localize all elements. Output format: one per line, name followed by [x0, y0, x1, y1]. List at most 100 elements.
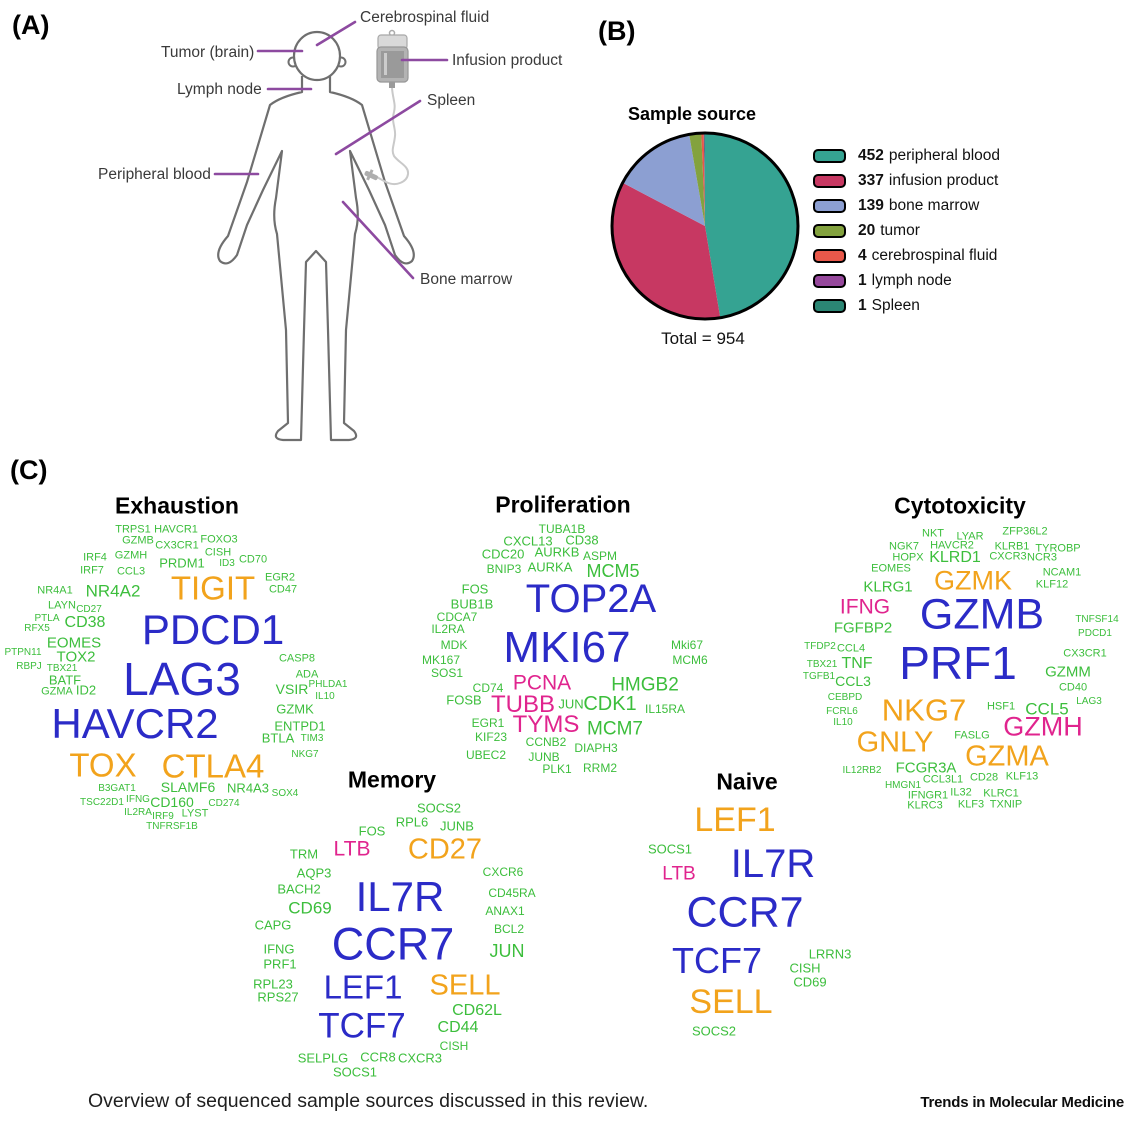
cloud-word-cytotoxicity: KLF12 [1035, 578, 1069, 591]
cloud-word-memory: CD62L [452, 1002, 502, 1019]
cloud-word-proliferation: BUB1B [450, 596, 494, 612]
cloud-word-exhaustion: CTLA4 [161, 747, 265, 785]
cloud-word-cytotoxicity: FASLG [954, 729, 990, 742]
cloud-word-proliferation: MKI67 [503, 623, 631, 672]
cloud-word-proliferation: CDK1 [583, 693, 637, 715]
cloud-word-proliferation: TUBB [490, 691, 556, 718]
cloud-word-exhaustion: TIGIT [170, 569, 256, 607]
cloud-word-cytotoxicity: TBX21 [806, 659, 838, 670]
cloud-word-proliferation: SOS1 [430, 666, 464, 680]
cloud-word-cytotoxicity: CCL3 [835, 673, 871, 689]
cloud-word-memory: SOCS1 [332, 1064, 378, 1080]
cloud-word-exhaustion: FOXO3 [200, 533, 238, 546]
panel-c-label: (C) [10, 455, 48, 485]
cloud-word-naive: LEF1 [694, 801, 776, 839]
cloud-word-exhaustion: NKG7 [291, 749, 319, 760]
pie-total-label: Total = 954 [661, 329, 745, 348]
cloud-word-proliferation: MCM7 [587, 718, 643, 740]
cloud-word-proliferation: BNIP3 [486, 562, 522, 576]
cloud-word-proliferation: IL15RA [644, 702, 686, 716]
cloud-word-cytotoxicity: TYROBP [1035, 542, 1081, 555]
cloud-word-memory: ANAX1 [485, 904, 525, 918]
cloud-word-proliferation: ASPM [582, 549, 618, 563]
cloud-word-cytotoxicity: FCGR3A [895, 759, 957, 777]
cloud-word-memory: IL7R [355, 873, 445, 920]
cloud-word-exhaustion: VSIR [275, 681, 309, 697]
cloud-word-exhaustion: TBX21 [46, 663, 78, 674]
cloud-word-memory: CISH [439, 1039, 469, 1053]
cloud-word-proliferation: CDCA7 [436, 610, 478, 624]
cloud-word-proliferation: DIAPH3 [574, 741, 618, 755]
cloud-word-naive: SELL [689, 983, 773, 1021]
cloud-word-proliferation: MK167 [421, 653, 461, 667]
label-spleen: Spleen [427, 92, 476, 109]
cloud-word-memory: IFNG [263, 941, 295, 957]
cloud-word-proliferation: UBEC2 [465, 748, 507, 762]
iv-needle-icon [364, 169, 378, 181]
body-diagram [213, 20, 449, 442]
cloud-word-cytotoxicity: GZMB [919, 590, 1045, 639]
legend-value: 4 [858, 246, 867, 264]
cloud-word-cytotoxicity: KLF13 [1005, 770, 1039, 783]
cloud-word-proliferation: JUNB [528, 750, 560, 764]
cloud-word-exhaustion: TOX2 [56, 648, 96, 666]
cloud-word-exhaustion: GZMA [41, 685, 73, 698]
cloud-word-proliferation: CDC20 [481, 546, 525, 562]
cloud-word-proliferation: AURKB [534, 544, 580, 560]
cloud-word-cytotoxicity: HMGN1 [884, 780, 922, 791]
legend-swatch [813, 223, 846, 238]
cloud-word-proliferation: TOP2A [525, 577, 657, 621]
cloud-word-cytotoxicity: HAVCR2 [930, 539, 974, 552]
cloud-word-proliferation: MCM5 [586, 561, 640, 581]
cloud-word-cytotoxicity: TFDP2 [804, 641, 836, 652]
cloud-word-cytotoxicity: IFNGR1 [907, 789, 949, 802]
cloud-word-cytotoxicity: HSF1 [986, 700, 1016, 713]
cloud-word-cytotoxicity: FGFBP2 [833, 619, 893, 637]
cloud-word-exhaustion: LAG3 [123, 653, 241, 705]
cloud-word-exhaustion: TIM3 [300, 733, 324, 744]
cloud-word-exhaustion: HAVCR1 [154, 523, 198, 536]
cloud-word-cytotoxicity: KLRC1 [983, 787, 1019, 800]
cloud-word-memory: RPS27 [257, 989, 299, 1005]
cloud-word-exhaustion: CD70 [238, 553, 268, 566]
cloud-word-exhaustion: CD38 [64, 614, 106, 631]
cloud-word-exhaustion: ENTPD1 [274, 718, 326, 734]
cloud-word-cytotoxicity: GZMK [934, 565, 1012, 596]
cloud-word-cytotoxicity: CXCR3 [989, 550, 1027, 563]
panel-b-label: (B) [598, 16, 636, 46]
label-peripheral-blood: Peripheral blood [98, 166, 211, 183]
cloud-word-exhaustion: IRF4 [83, 551, 107, 564]
cloud-word-cytotoxicity: CX3CR1 [1063, 647, 1107, 660]
cloud-word-exhaustion: IL2RA [124, 807, 152, 818]
cloud-word-memory: CCR7 [331, 918, 455, 970]
cloud-word-memory: JUNB [440, 818, 474, 834]
cloud-word-cytotoxicity: KLRC3 [907, 799, 943, 812]
legend-value: 139 [858, 196, 884, 214]
cloud-word-exhaustion: IFNG [126, 794, 150, 805]
bone-pointer-line [341, 200, 415, 280]
cloud-word-cytotoxicity: CCL5 [1025, 699, 1069, 719]
cloud-word-exhaustion: RBPJ [16, 661, 42, 672]
cloud-word-cytotoxicity: EOMES [871, 562, 911, 575]
cloud-word-memory: TRM [289, 846, 319, 862]
cloud-word-memory: LEF1 [323, 968, 403, 1006]
cloud-word-cytotoxicity: CEBPD [827, 692, 863, 703]
cloud-word-exhaustion: EGR2 [265, 571, 295, 584]
cloud-word-proliferation: AURKA [527, 559, 573, 575]
label-infusion-product: Infusion product [452, 52, 563, 69]
cloud-word-exhaustion: CX3CR1 [155, 539, 199, 552]
pie-outline [610, 131, 800, 321]
cloud-word-proliferation: CCNB2 [525, 735, 567, 749]
cloud-word-memory: CCR8 [360, 1049, 396, 1065]
journal-name: Trends in Molecular Medicine [920, 1094, 1124, 1111]
cloud-word-cytotoxicity: NKT [922, 527, 944, 540]
cloud-word-cytotoxicity: IFNG [839, 595, 891, 619]
cloud-word-exhaustion: CD47 [268, 583, 298, 596]
cloud-word-exhaustion: NR4A1 [37, 584, 73, 597]
legend-swatch [813, 173, 846, 188]
cloud-word-memory: CD69 [288, 898, 332, 918]
spleen-pointer-line [334, 99, 422, 156]
cloud-word-exhaustion: NR4A2 [85, 581, 141, 601]
cloud-word-memory: CD45RA [488, 886, 536, 900]
